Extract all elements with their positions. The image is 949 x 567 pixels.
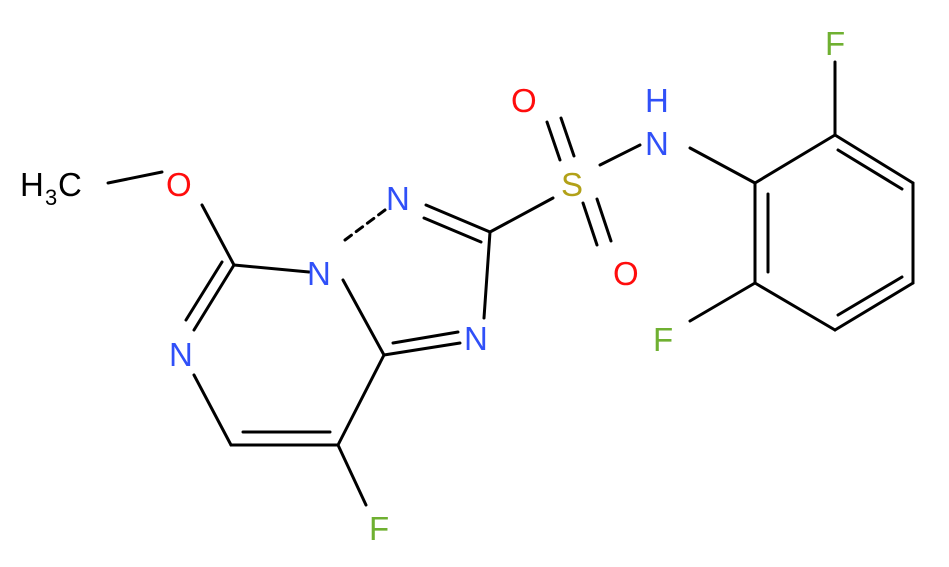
bond-c5-nbridge	[232, 263, 311, 274]
bond-o-c5	[200, 203, 236, 267]
bond-ring-c1-c2	[753, 133, 837, 185]
bond-c8a-nright	[382, 341, 462, 357]
atom-labels: H 3 C O N N N N F S O O H N F F	[20, 25, 845, 547]
atom-nitrogen-bridge: N	[307, 255, 331, 292]
atom-methoxy-oxygen: O	[166, 166, 192, 203]
atom-methyl-h: H	[20, 166, 44, 203]
bond-c8-c8a	[336, 353, 386, 447]
bond-npyr-c	[192, 373, 233, 447]
bond-c5-npyr	[192, 263, 236, 332]
atom-methyl-sub: 3	[45, 185, 57, 210]
bond-ring-c4-c5	[833, 281, 915, 332]
atom-fluorine-bottom-right: F	[653, 321, 673, 358]
atom-nitrogen-triazole-top: N	[386, 180, 410, 217]
atom-amine-h: H	[645, 82, 669, 119]
bond-c8a-nright-2	[391, 330, 460, 345]
atom-nitrogen-triazole-right: N	[464, 320, 488, 357]
bond-ring-c2-c3-in	[836, 148, 904, 191]
atom-oxygen-top: O	[511, 82, 537, 119]
bonds	[106, 60, 915, 507]
bond-c2-nright	[482, 230, 492, 320]
bond-ring-c5-c6	[753, 281, 837, 332]
bond-c6-fbot	[688, 281, 757, 323]
bond-ntop-c2	[424, 203, 492, 234]
bond-s-otop	[545, 120, 562, 162]
bond-ring-c2-c3	[833, 133, 915, 185]
bond-s-obot	[581, 201, 599, 247]
atom-fluorine-top-right: F	[825, 25, 845, 62]
bond-c8a-nbridge	[341, 278, 386, 357]
atom-nitrogen-pyrimidine: N	[169, 336, 193, 373]
bond-c2-s	[488, 196, 555, 234]
bond-ntop-c2-2	[422, 216, 483, 244]
bond-s-otop-2	[559, 116, 576, 158]
bond-nbridge-ntop	[343, 208, 387, 242]
bond-c8-f	[336, 443, 368, 507]
atom-sulfur: S	[561, 166, 583, 203]
atom-fluorine-bottom: F	[369, 510, 389, 547]
bond-nh-c1	[688, 146, 757, 185]
atom-amine-n: N	[645, 125, 669, 162]
bond-c5-npyr-2	[184, 260, 224, 322]
bond-ch3-o	[106, 170, 164, 185]
atom-oxygen-bottom: O	[613, 255, 639, 292]
bond-s-nh	[598, 143, 642, 167]
bond-s-obot-2	[595, 197, 613, 243]
atom-methyl-c: C	[58, 166, 82, 203]
bond-ring-c4-c5-in	[836, 275, 904, 317]
